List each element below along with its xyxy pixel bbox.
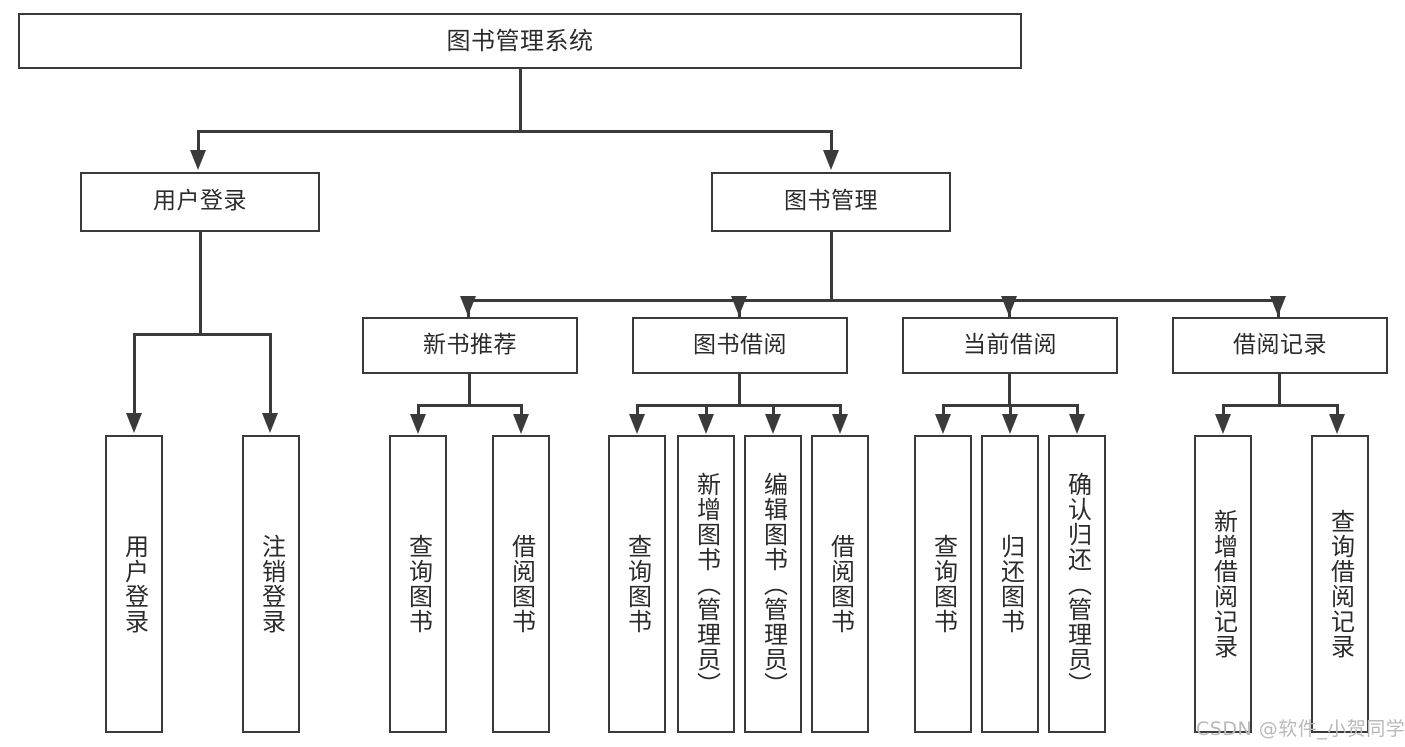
arrow-borrow-book-1 xyxy=(513,414,529,434)
node-new-book-recommend[interactable]: 新书推荐 xyxy=(362,317,578,374)
node-book-manage[interactable]: 图书管理 xyxy=(711,172,951,232)
connector-drop-user-login xyxy=(197,130,200,152)
node-label: 确认归还（管理员） xyxy=(1063,471,1092,697)
node-label: 注销登录 xyxy=(257,534,286,634)
node-label: 图书借阅 xyxy=(693,331,787,358)
connector-drop-book-manage xyxy=(830,130,833,152)
node-leaf-logout-login[interactable]: 注销登录 xyxy=(242,435,300,733)
node-leaf-query-record[interactable]: 查询借阅记录 xyxy=(1311,435,1369,733)
node-leaf-add-record[interactable]: 新增借阅记录 xyxy=(1194,435,1252,733)
connector-drop-query-book-1 xyxy=(417,404,420,420)
arrow-add-record xyxy=(1215,414,1231,434)
node-leaf-confirm-return[interactable]: 确认归还（管理员） xyxy=(1048,435,1106,733)
node-label: 用户登录 xyxy=(120,534,149,634)
node-leaf-add-book[interactable]: 新增图书（管理员） xyxy=(677,435,735,733)
arrow-book-manage xyxy=(823,150,839,170)
node-label: 归还图书 xyxy=(996,534,1025,634)
arrow-query-book-1 xyxy=(410,414,426,434)
connector-drop-edit-book xyxy=(772,404,775,420)
connector-drop-query-book-2 xyxy=(636,404,639,420)
arrow-query-record xyxy=(1329,414,1345,434)
arrow-leaf-user-login xyxy=(126,413,142,433)
connector-drop-query-book-3 xyxy=(942,404,945,420)
arrow-user-login xyxy=(190,150,206,170)
connector-drop-query-record xyxy=(1336,404,1339,420)
node-label: 编辑图书（管理员） xyxy=(759,471,788,697)
connector-borrow-record-stem xyxy=(1278,374,1281,406)
arrow-leaf-logout xyxy=(262,413,278,433)
connector-drop-leaf-user-login xyxy=(133,333,136,417)
arrow-borrow-book-2 xyxy=(832,414,848,434)
node-label: 新书推荐 xyxy=(423,331,517,358)
connector-new-book-bus xyxy=(417,404,523,407)
connector-book-borrow-stem xyxy=(738,374,741,406)
connector-drop-leaf-logout xyxy=(269,333,272,417)
node-leaf-borrow-book-new[interactable]: 借阅图书 xyxy=(492,435,550,733)
connector-level3-bus xyxy=(467,299,1279,302)
connector-user-login-bus xyxy=(133,333,271,336)
connector-drop-confirm-return xyxy=(1076,404,1079,420)
node-leaf-query-book-current[interactable]: 查询图书 xyxy=(914,435,972,733)
arrow-current-borrow xyxy=(1001,296,1017,316)
node-leaf-return-book[interactable]: 归还图书 xyxy=(981,435,1039,733)
node-leaf-edit-book[interactable]: 编辑图书（管理员） xyxy=(744,435,802,733)
arrow-edit-book xyxy=(765,414,781,434)
node-label: 新增借阅记录 xyxy=(1209,509,1238,659)
node-label: 查询图书 xyxy=(623,534,652,634)
node-label: 新增图书（管理员） xyxy=(692,471,721,697)
connector-drop-return-book xyxy=(1009,404,1012,420)
node-label: 当前借阅 xyxy=(963,331,1057,358)
node-label: 查询借阅记录 xyxy=(1326,509,1355,659)
node-label: 用户登录 xyxy=(153,188,247,215)
node-borrow-record[interactable]: 借阅记录 xyxy=(1172,317,1388,374)
node-label: 借阅图书 xyxy=(507,534,536,634)
node-label: 图书管理系统 xyxy=(446,26,594,55)
connector-new-book-stem xyxy=(468,374,471,406)
node-label: 查询图书 xyxy=(929,534,958,634)
connector-book-manage-stem xyxy=(830,232,833,302)
node-label: 借阅记录 xyxy=(1233,331,1327,358)
node-label: 图书管理 xyxy=(784,188,878,215)
arrow-confirm-return xyxy=(1069,414,1085,434)
arrow-book-borrow xyxy=(731,296,747,316)
node-root-system[interactable]: 图书管理系统 xyxy=(18,13,1022,69)
arrow-return-book xyxy=(1002,414,1018,434)
node-leaf-user-login[interactable]: 用户登录 xyxy=(105,435,163,733)
node-label: 查询图书 xyxy=(404,534,433,634)
node-leaf-query-book-new[interactable]: 查询图书 xyxy=(389,435,447,733)
connector-drop-add-book xyxy=(705,404,708,420)
node-current-borrow[interactable]: 当前借阅 xyxy=(902,317,1118,374)
connector-level2-bus xyxy=(197,130,833,133)
node-label: 借阅图书 xyxy=(826,534,855,634)
connector-book-borrow-bus xyxy=(636,404,842,407)
arrow-add-book xyxy=(698,414,714,434)
arrow-new-book-recommend xyxy=(460,296,476,316)
arrow-query-book-3 xyxy=(935,414,951,434)
connector-drop-borrow-book-1 xyxy=(520,404,523,420)
node-leaf-borrow-book[interactable]: 借阅图书 xyxy=(811,435,869,733)
connector-drop-add-record xyxy=(1222,404,1225,420)
arrow-borrow-record xyxy=(1270,296,1286,316)
node-user-login[interactable]: 用户登录 xyxy=(80,172,320,232)
connector-borrow-record-bus xyxy=(1222,404,1339,407)
connector-user-login-stem xyxy=(199,232,202,335)
arrow-query-book-2 xyxy=(629,414,645,434)
connector-drop-borrow-book-2 xyxy=(839,404,842,420)
connector-root-stem xyxy=(519,69,522,132)
node-leaf-query-book-borrow[interactable]: 查询图书 xyxy=(608,435,666,733)
node-book-borrow[interactable]: 图书借阅 xyxy=(632,317,848,374)
connector-current-borrow-stem xyxy=(1008,374,1011,406)
